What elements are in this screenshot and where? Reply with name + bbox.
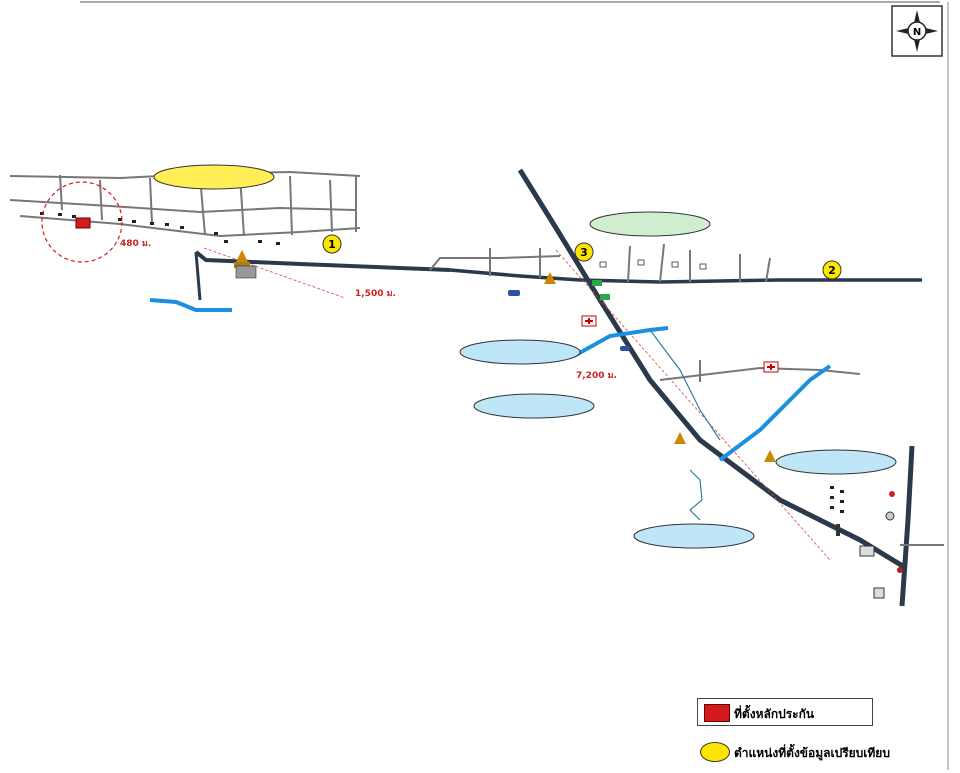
compass-letter: N bbox=[913, 27, 921, 38]
shop-icons bbox=[592, 280, 610, 300]
compass-icon: N bbox=[891, 5, 943, 57]
collateral-legend-swatch bbox=[704, 704, 730, 722]
collateral-legend-label: ที่ตั้งหลักประกัน bbox=[734, 707, 815, 721]
collateral-radius-circle bbox=[41, 181, 123, 263]
building-cluster-east bbox=[830, 486, 844, 513]
village-bubble-6 bbox=[633, 523, 755, 549]
svg-text:1: 1 bbox=[328, 238, 336, 251]
village-bubble-4 bbox=[473, 393, 595, 419]
stream-east bbox=[718, 364, 832, 462]
canal-line bbox=[649, 329, 721, 441]
comparison-legend-swatch bbox=[700, 742, 730, 762]
stream-middle bbox=[573, 326, 669, 358]
stream-left bbox=[149, 298, 232, 312]
pond-outline bbox=[689, 469, 703, 521]
distance-label-3: 7,200 ม. bbox=[576, 371, 617, 381]
temple-icon-middle bbox=[544, 272, 776, 462]
distance-line-right bbox=[555, 249, 831, 561]
comparison-marker-1[interactable]: 1 bbox=[322, 234, 342, 254]
distance-label-1: 480 ม. bbox=[120, 239, 151, 249]
middle-building-markers bbox=[599, 259, 707, 270]
comparison-legend-label: ตำแหน่งที่ตั้งข้อมูลเปรียบเทียบ bbox=[734, 746, 890, 760]
east-poi-icons bbox=[836, 491, 903, 599]
branch-road-village bbox=[659, 366, 861, 381]
health-center-icon bbox=[763, 361, 779, 373]
svg-text:2: 2 bbox=[828, 264, 836, 277]
branch-road-south bbox=[194, 251, 202, 301]
vertical-highway-east bbox=[899, 445, 915, 607]
svg-text:3: 3 bbox=[580, 246, 588, 259]
middle-street-grid bbox=[429, 243, 771, 283]
distance-label-2: 1,500 ม. bbox=[355, 289, 396, 299]
village-bubble-5 bbox=[775, 449, 897, 475]
temple-icon bbox=[234, 250, 250, 268]
comparison-marker-3[interactable]: 3 bbox=[574, 242, 594, 262]
village-bubble-2 bbox=[589, 211, 711, 237]
village-bubble-1 bbox=[153, 164, 275, 190]
comparison-marker-2[interactable]: 2 bbox=[822, 260, 842, 280]
car-icons bbox=[508, 290, 630, 351]
hospital-icon bbox=[581, 315, 597, 327]
diagonal-highway bbox=[517, 168, 908, 571]
left-building-markers bbox=[40, 212, 280, 245]
distance-line-left bbox=[203, 247, 346, 299]
collateral-location-marker[interactable] bbox=[75, 217, 91, 229]
main-road-east bbox=[449, 268, 922, 284]
village-bubble-3 bbox=[459, 339, 581, 365]
school-icon bbox=[235, 265, 257, 279]
legend-collateral: ที่ตั้งหลักประกัน bbox=[697, 698, 873, 726]
main-road-left bbox=[194, 250, 451, 272]
